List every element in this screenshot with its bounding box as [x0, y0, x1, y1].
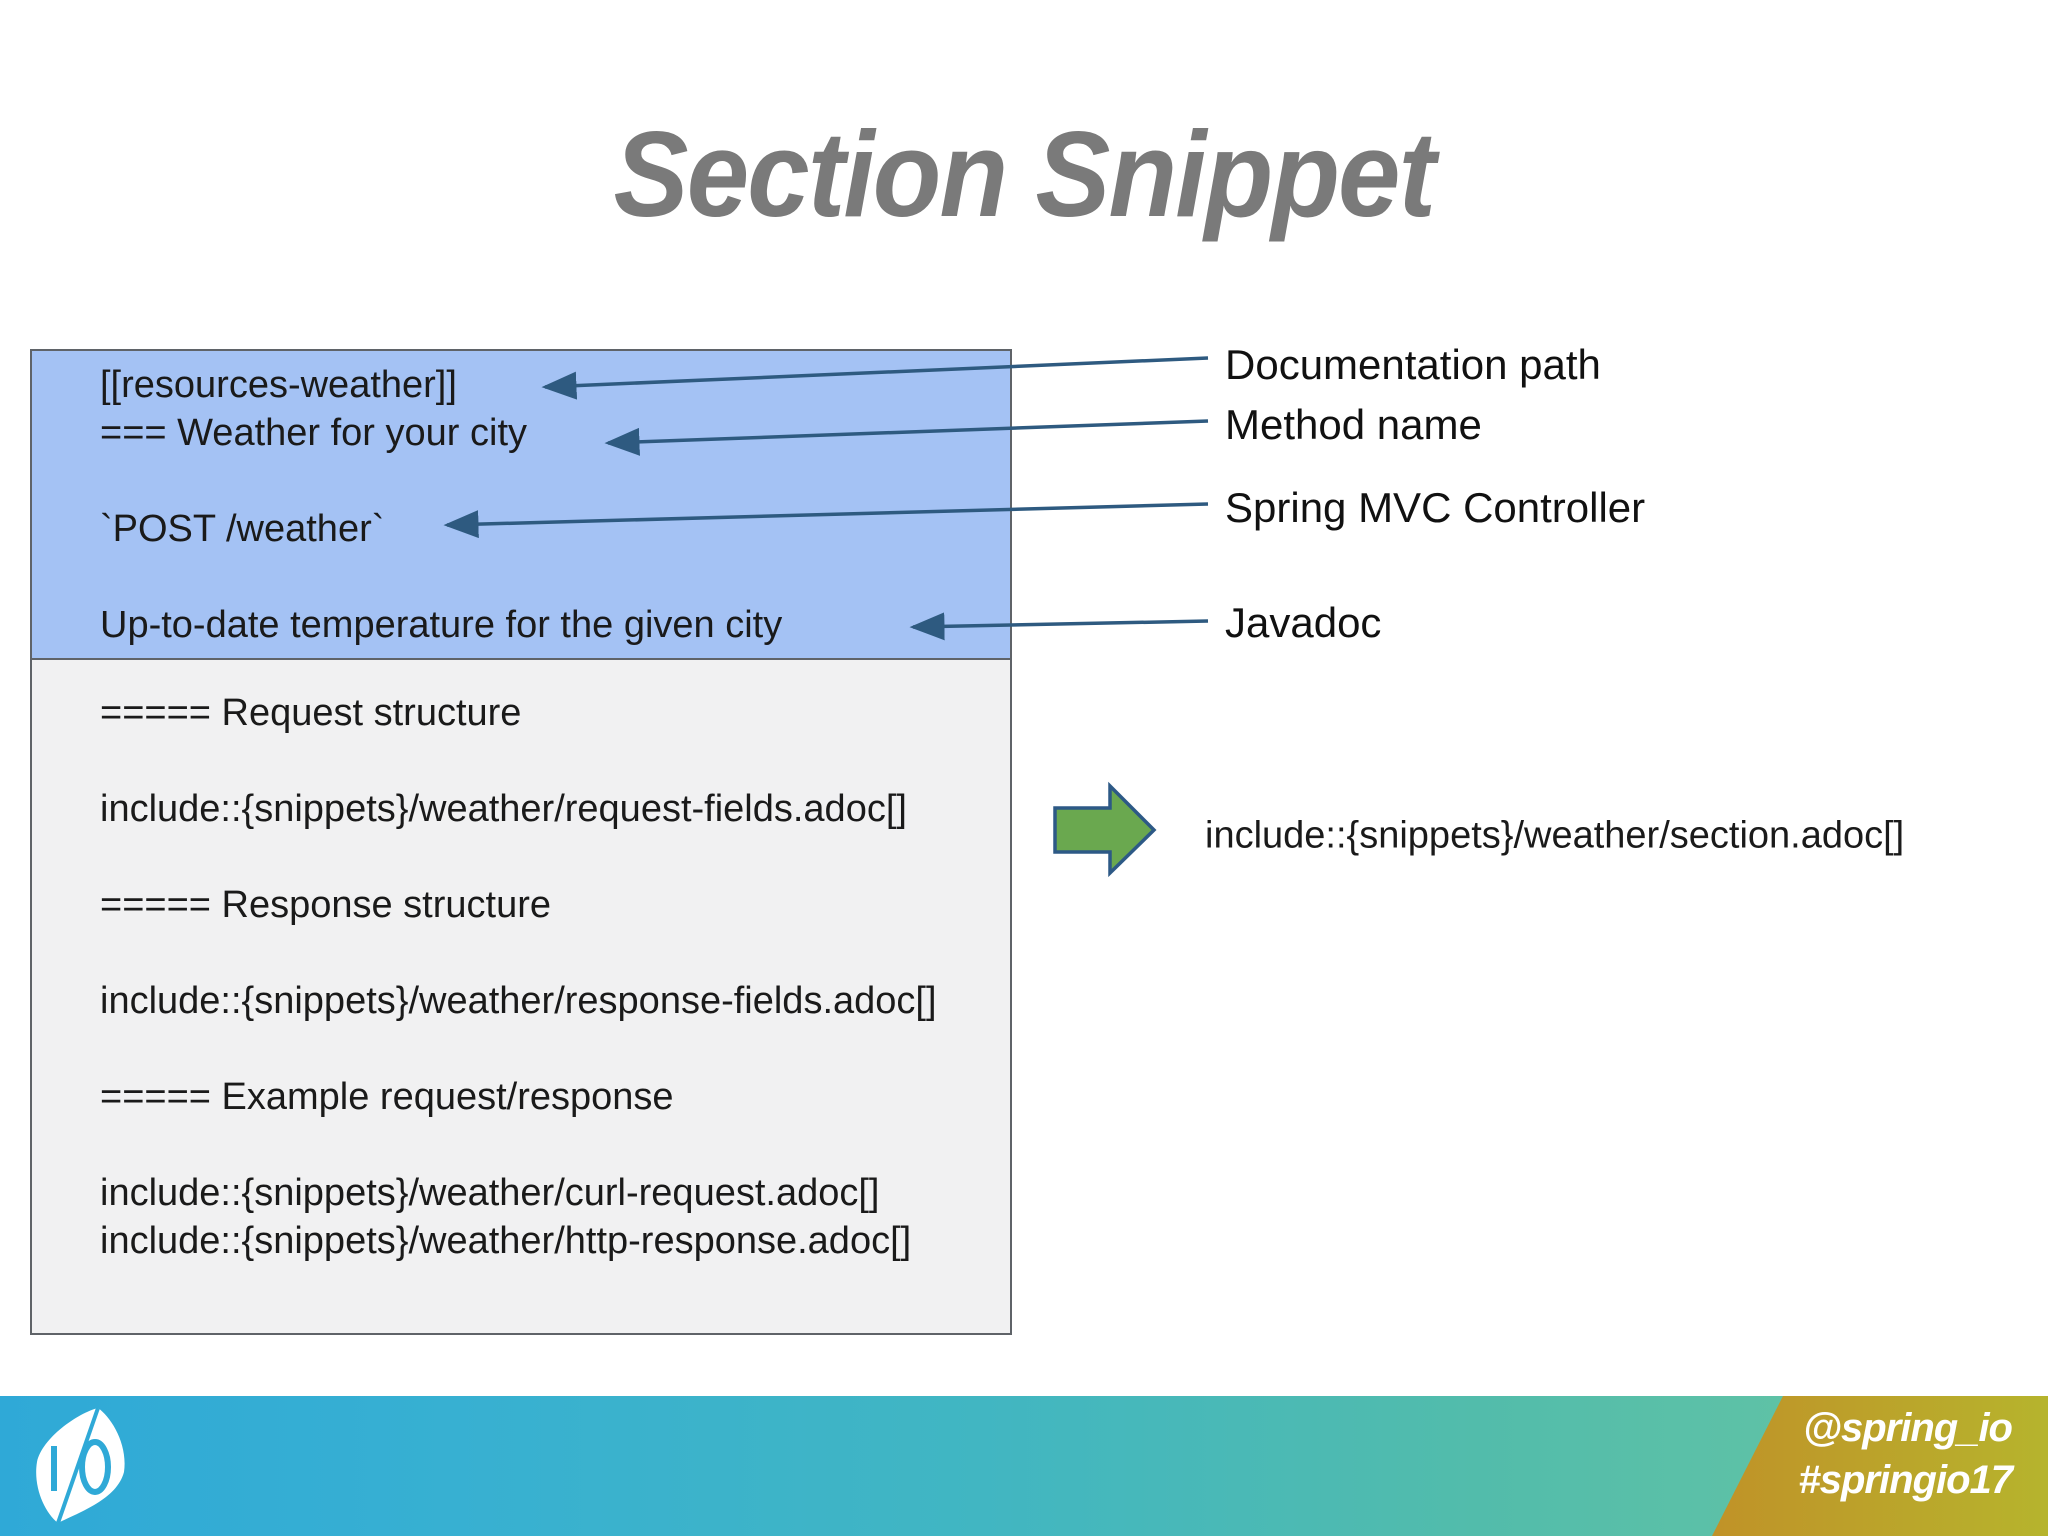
code-line: [[resources-weather]]: [100, 364, 457, 406]
code-line: [100, 553, 1010, 601]
asciidoc-source-box: [[resources-weather]] === Weather for yo…: [30, 349, 1012, 1335]
annotation-documentation-path: Documentation path: [1225, 341, 1601, 388]
code-line: ===== Example request/response: [100, 1076, 674, 1118]
code-line: include::{snippets}/weather/http-respons…: [100, 1220, 912, 1262]
annotation-javadoc: Javadoc: [1225, 599, 1382, 646]
annotation-spring-mvc-controller: Spring MVC Controller: [1225, 484, 1646, 531]
springio-logo-icon: [36, 1407, 125, 1524]
code-line: ===== Request structure: [100, 692, 522, 734]
twitter-handle: @spring_io: [1802, 1406, 2013, 1450]
code-line: include::{snippets}/weather/request-fiel…: [100, 788, 907, 830]
logo-letter-o: [79, 1439, 111, 1495]
hashtag: #springio17: [1798, 1458, 2013, 1502]
transform-arrow-icon: [1053, 781, 1157, 878]
code-line: include::{snippets}/weather/response-fie…: [100, 980, 937, 1022]
code-line: [100, 737, 1010, 785]
page-title: Section Snippet: [0, 104, 2048, 244]
code-line: include::{snippets}/weather/curl-request…: [100, 1172, 880, 1214]
code-line: [100, 833, 1010, 881]
footer-bar: @spring_io #springio17: [0, 1396, 2048, 1536]
code-line: [100, 1121, 1010, 1169]
footer-social: @spring_io #springio17: [1798, 1402, 2013, 1506]
code-line: === Weather for your city: [100, 412, 527, 454]
code-line: [100, 1025, 1010, 1073]
page-title-text: Section Snippet: [613, 106, 1436, 242]
section-include-text: include::{snippets}/weather/section.adoc…: [1205, 814, 1905, 857]
logo-letter-i: [51, 1446, 57, 1491]
asciidoc-header-section: [[resources-weather]] === Weather for yo…: [32, 351, 1010, 660]
code-line: `POST /weather`: [100, 508, 385, 550]
annotation-method-name: Method name: [1225, 401, 1482, 448]
code-line: [100, 929, 1010, 977]
code-line: ===== Response structure: [100, 884, 552, 926]
code-line: [100, 457, 1010, 505]
code-line: Up-to-date temperature for the given cit…: [100, 604, 783, 646]
asciidoc-body-section: ===== Request structure include::{snippe…: [32, 660, 1010, 1333]
